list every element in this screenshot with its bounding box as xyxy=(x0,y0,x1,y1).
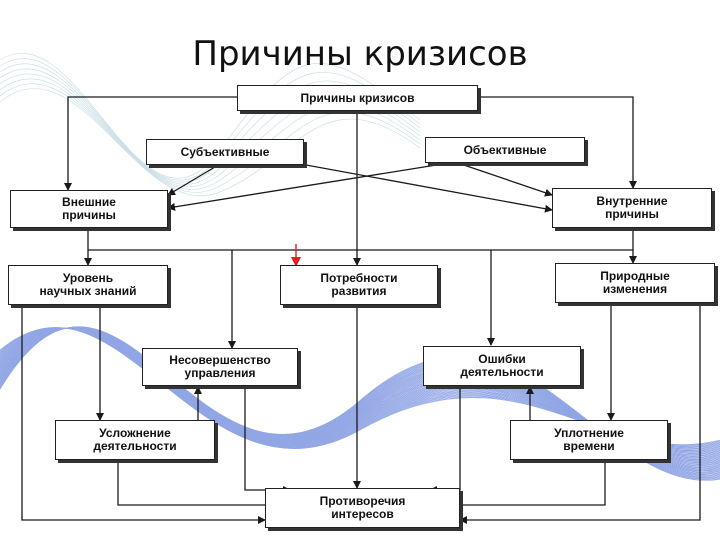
interest-contradictions-node: Противоречия интересов xyxy=(265,488,460,528)
subjective-node: Субъективные xyxy=(146,139,304,165)
objective-node: Объективные xyxy=(425,137,585,163)
internal-causes-node: Внутренние причины xyxy=(552,188,712,228)
natural-changes-node: Природные изменения xyxy=(555,263,715,303)
science-level-node: Уровень научных знаний xyxy=(8,265,168,305)
development-needs-node: Потребности развития xyxy=(280,265,438,305)
activity-errors-node: Ошибки деятельности xyxy=(423,346,581,386)
time-compression-node: Уплотнение времени xyxy=(510,420,668,460)
root-node: Причины кризисов xyxy=(237,85,478,111)
activity-complication-node: Усложнение деятельности xyxy=(55,420,215,460)
slide-title: Причины кризисов xyxy=(192,34,528,74)
management-imperfection-node: Несовершенство управления xyxy=(142,348,298,386)
external-causes-node: Внешние причины xyxy=(10,190,168,228)
